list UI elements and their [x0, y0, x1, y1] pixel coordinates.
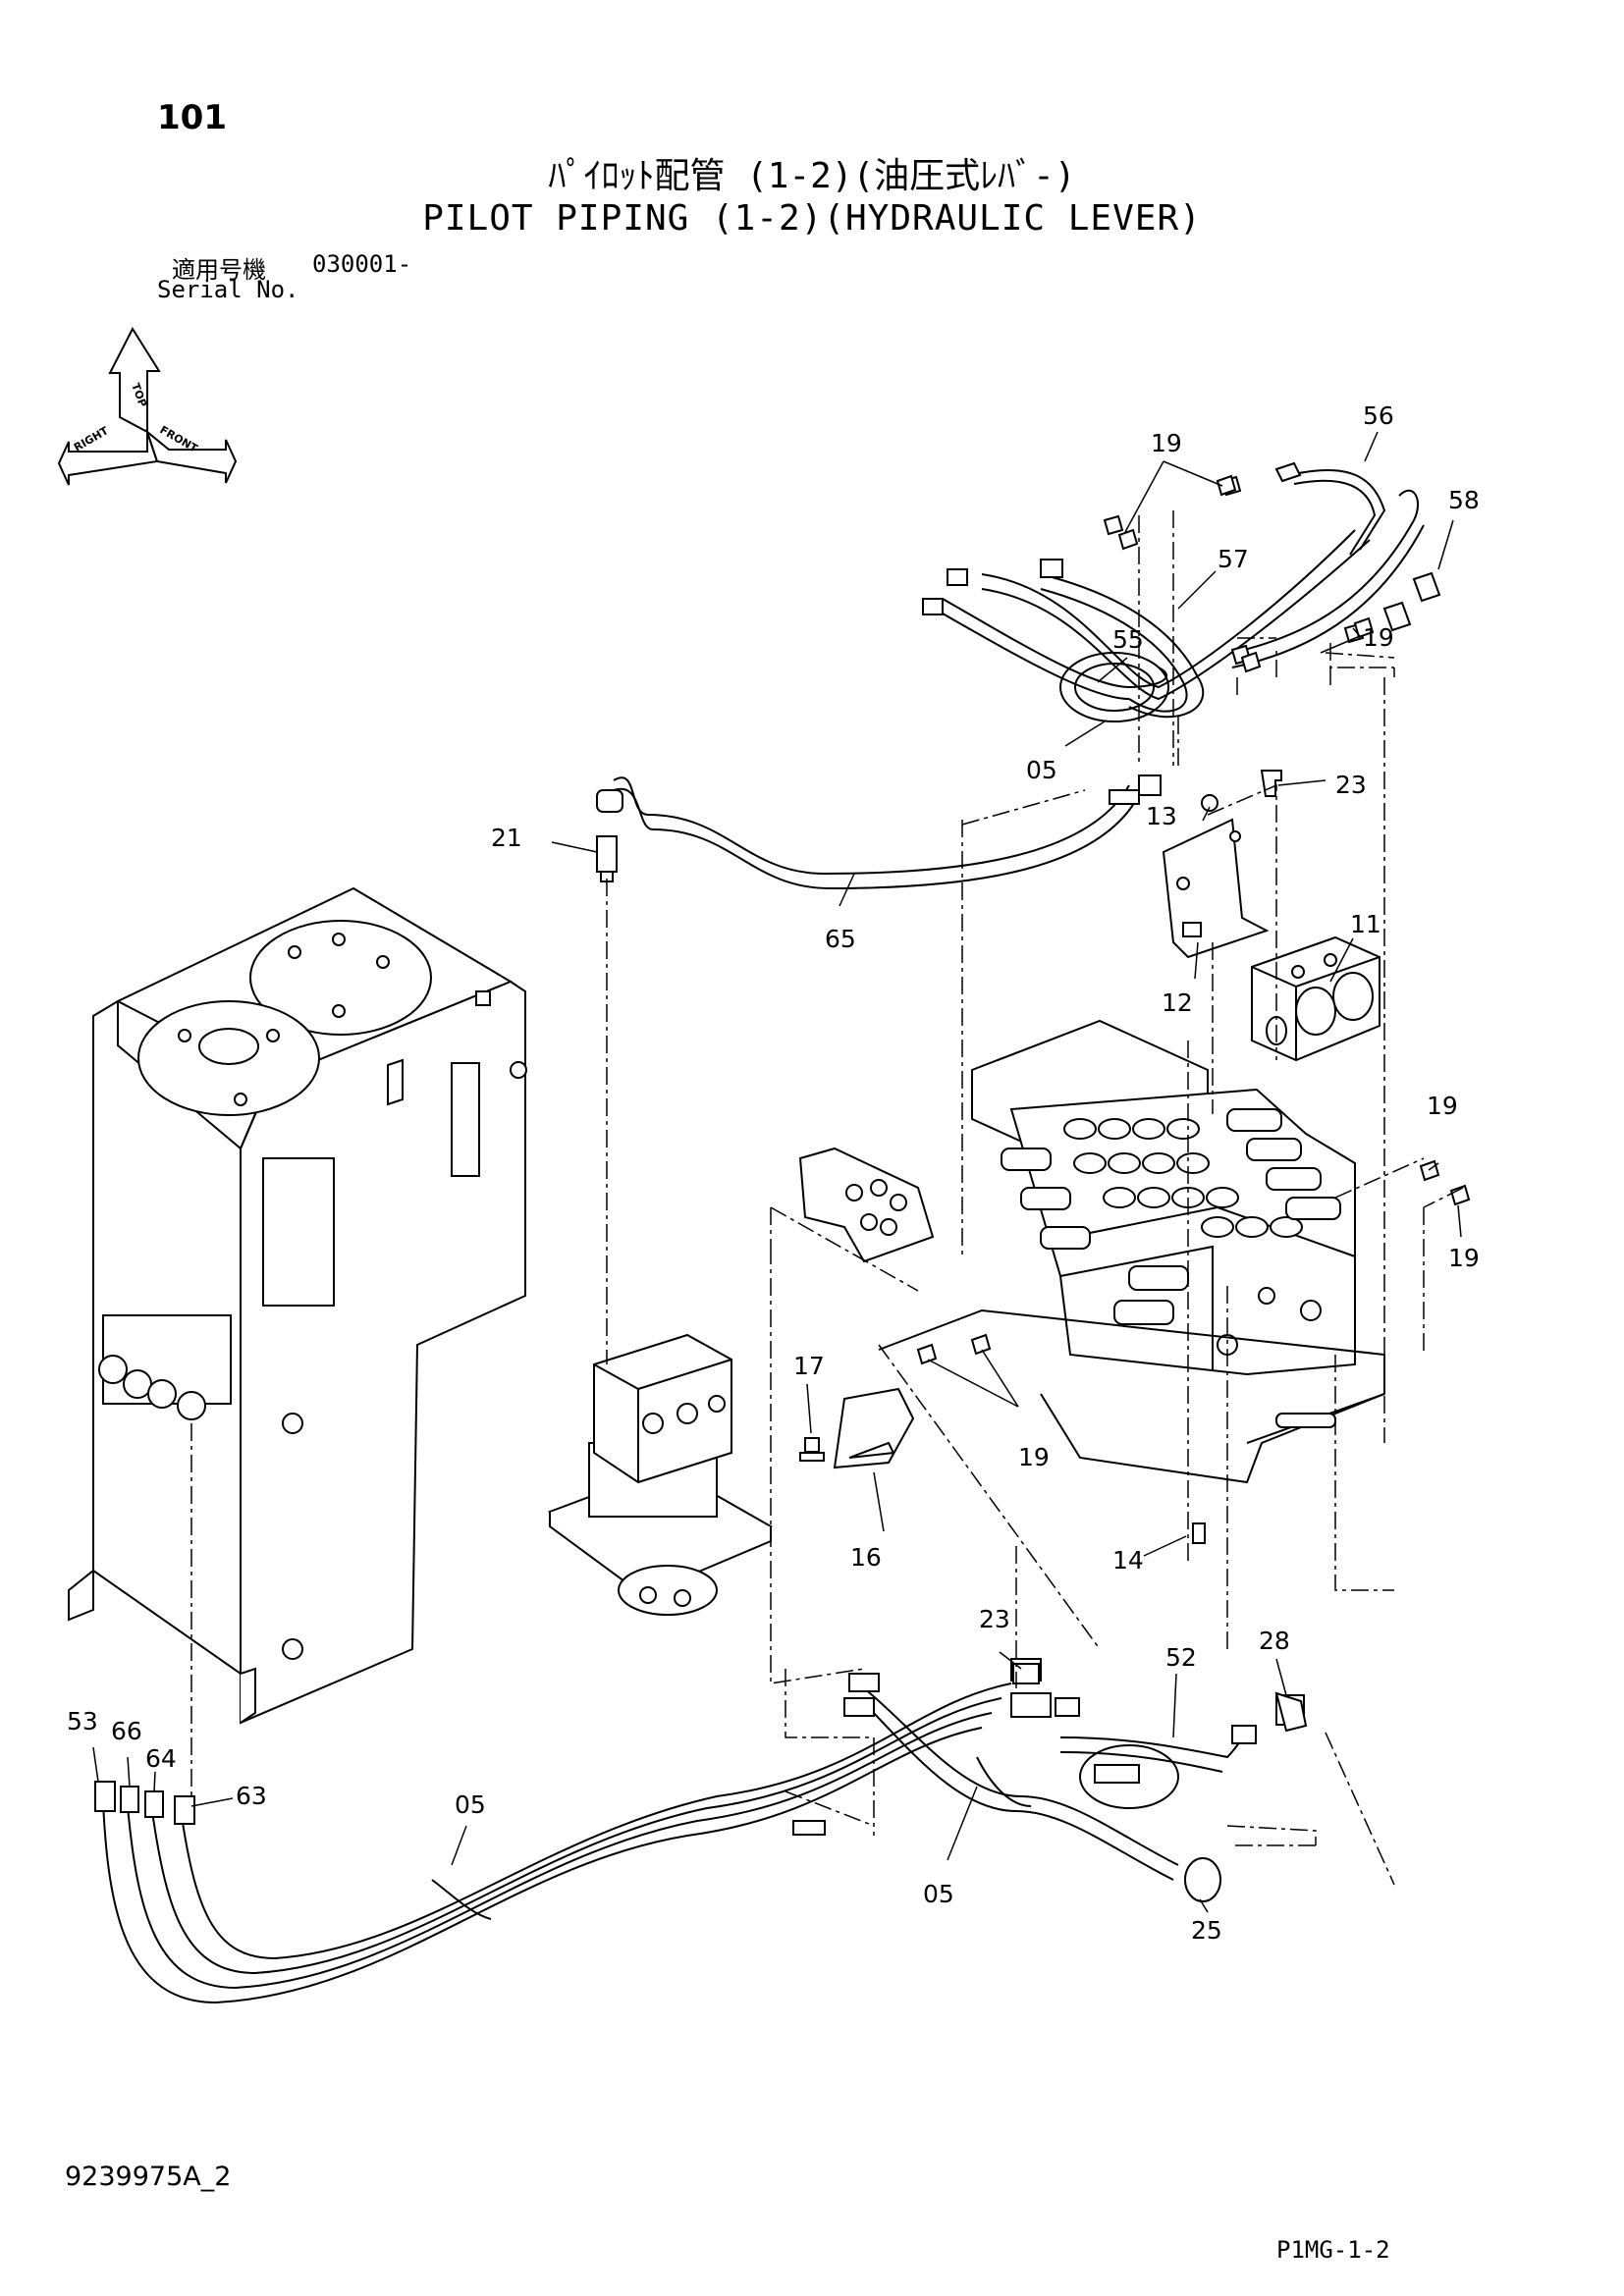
callout-19: 19 [1151, 429, 1182, 457]
callout-19: 19 [1363, 623, 1394, 652]
valve-bracket [1162, 818, 1270, 959]
fitting-21 [596, 835, 618, 882]
callout-53: 53 [67, 1707, 98, 1735]
fittings-and-connectors [799, 474, 1471, 1733]
callout-55: 55 [1112, 625, 1144, 654]
callout-23: 23 [979, 1605, 1010, 1633]
title-english: PILOT PIPING (1-2)(HYDRAULIC LEVER) [422, 198, 1202, 239]
callout-19: 19 [1427, 1092, 1458, 1120]
cross-bracket [798, 1147, 935, 1263]
callout-66: 66 [111, 1717, 142, 1745]
title-japanese: ﾊﾟｲﾛｯﾄ配管 (1-2)(油圧式ﾚﾊﾞ-) [548, 156, 1076, 196]
drawing-number: 9239975A_2 [65, 2162, 232, 2192]
upper-pilot-hoses [922, 461, 1441, 722]
page-number: 101 [157, 98, 227, 137]
callout-17: 17 [793, 1352, 825, 1380]
callout-57: 57 [1218, 545, 1249, 573]
callout-58: 58 [1448, 486, 1480, 514]
callout-63: 63 [236, 1782, 267, 1810]
serial-value: 030001- [312, 250, 412, 278]
orientation-right-label: RIGHT [72, 424, 111, 454]
figure-code: P1MG-1-2 [1276, 2236, 1390, 2264]
callout-65: 65 [825, 925, 856, 953]
callout-leader-lines [92, 431, 1462, 1913]
callout-19: 19 [1448, 1244, 1480, 1272]
serial-label-english: Serial No. [157, 276, 299, 303]
lower-hose-bundle [94, 1658, 1305, 2004]
callout-11: 11 [1350, 910, 1381, 938]
swivel-joint [547, 1333, 774, 1616]
callout-14: 14 [1112, 1546, 1144, 1575]
callout-labels: 19 56 58 57 55 19 05 23 13 21 65 11 12 1… [67, 401, 1480, 1945]
callout-12: 12 [1162, 988, 1193, 1017]
callout-05: 05 [455, 1790, 486, 1819]
control-valve [971, 1019, 1356, 1376]
callout-64: 64 [145, 1744, 177, 1773]
pilot-hose-65 [596, 774, 1162, 890]
callout-28: 28 [1259, 1627, 1290, 1655]
callout-56: 56 [1363, 401, 1394, 430]
callout-13: 13 [1146, 802, 1177, 830]
callout-05: 05 [923, 1880, 954, 1908]
callout-25: 25 [1191, 1916, 1222, 1945]
assembly-guide-lines [190, 510, 1464, 1886]
pilot-valve-block [1251, 935, 1380, 1062]
hydraulic-tank [68, 886, 527, 1725]
callout-23: 23 [1335, 771, 1367, 799]
callout-19: 19 [1018, 1443, 1050, 1471]
callout-52: 52 [1165, 1643, 1197, 1672]
orientation-arrows-icon: TOP RIGHT FRONT [57, 326, 238, 486]
serial-label-japanese: 適用号機 [172, 256, 266, 284]
callout-16: 16 [850, 1543, 882, 1572]
callout-05: 05 [1026, 756, 1057, 784]
callout-21: 21 [491, 824, 522, 852]
